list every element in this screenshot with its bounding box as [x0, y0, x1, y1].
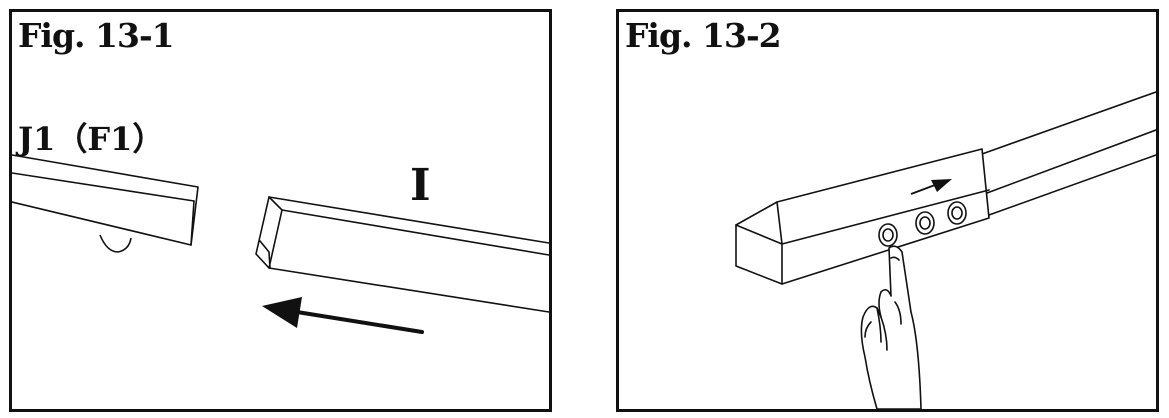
- figure-13-2-title: Fig. 13-2: [625, 16, 782, 55]
- outer-tube-sleeve: [735, 148, 990, 285]
- figure-13-1-title: Fig. 13-1: [18, 16, 175, 55]
- button-hole-3: [947, 201, 967, 225]
- locking-pin-knob: [99, 234, 132, 253]
- left-tube-j1: [12, 154, 199, 253]
- button-hole-2: [915, 211, 935, 235]
- inner-tube: [981, 91, 1156, 216]
- pointing-hand-icon: [860, 245, 922, 409]
- part-label-i: I: [410, 160, 431, 211]
- tube-connection-illustration: [12, 154, 549, 334]
- part-label-j1-f1: J1（F1）: [18, 120, 165, 158]
- right-arrow-icon: [910, 179, 952, 195]
- button-hole-1: [878, 223, 898, 247]
- figure-13-2-panel: Fig. 13-2: [616, 9, 1159, 412]
- figure-13-1-panel: Fig. 13-1 J1（F1） I: [9, 9, 552, 412]
- left-arrow-icon: [262, 297, 424, 334]
- push-button-illustration: [735, 91, 1156, 409]
- right-tube-i: [255, 196, 549, 313]
